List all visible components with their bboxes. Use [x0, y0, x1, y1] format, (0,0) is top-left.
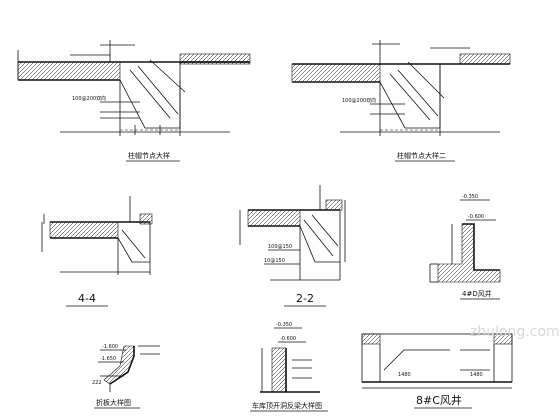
d7-caption: 车库顶开洞反梁大样图 — [252, 401, 322, 410]
d4-rebar-note-2: 10@150 — [264, 258, 285, 264]
detail-column-cap-1: 100@200双向 柱帽节点大样 — [17, 40, 251, 162]
watermark: zhulong.com — [470, 324, 560, 340]
d5-caption: 4#D风井 — [462, 289, 492, 298]
section-2-2: 100@150 10@150 2-2 — [239, 185, 346, 307]
d6-elevation-1: -1.600 — [102, 344, 118, 350]
d1-caption: 柱帽节点大样 — [128, 151, 170, 160]
d2-rebar-note: 100@200双向 — [342, 97, 376, 104]
d5-elevation-2: -0.600 — [468, 214, 484, 220]
d6-caption: 折板大样图 — [96, 398, 131, 407]
d8-dim-1: 1480 — [398, 372, 411, 378]
d5-elevation-1: -0.350 — [462, 194, 478, 200]
d2-caption: 柱帽节点大样二 — [397, 151, 446, 160]
detail-garage-opening-beam: -0.350 -0.600 车库顶开洞反梁大样图 — [250, 322, 328, 412]
d3-caption: 4-4 — [78, 292, 96, 305]
d1-rebar-note: 100@200双向 — [72, 95, 106, 102]
detail-shaft-8c: 1480 1480 8#C风井 — [361, 333, 513, 409]
d7-elevation-2: -0.600 — [280, 336, 296, 342]
detail-column-cap-2: 100@200双向 柱帽节点大样二 — [291, 40, 511, 162]
section-4-4: 4-4 — [41, 196, 153, 307]
detail-folded-plate: -1.600 -1.650 222 折板大样图 — [92, 344, 160, 409]
d8-dim-2: 1480 — [470, 372, 483, 378]
d4-rebar-note: 100@150 — [268, 244, 292, 250]
d4-caption: 2-2 — [296, 292, 314, 305]
d6-elevation-2: -1.650 — [100, 356, 116, 362]
d6-dim: 222 — [92, 380, 102, 386]
detail-shaft-4d: -0.350 -0.600 4#D风井 — [429, 194, 501, 300]
d8-caption: 8#C风井 — [416, 393, 462, 407]
d7-elevation-1: -0.350 — [276, 322, 292, 328]
